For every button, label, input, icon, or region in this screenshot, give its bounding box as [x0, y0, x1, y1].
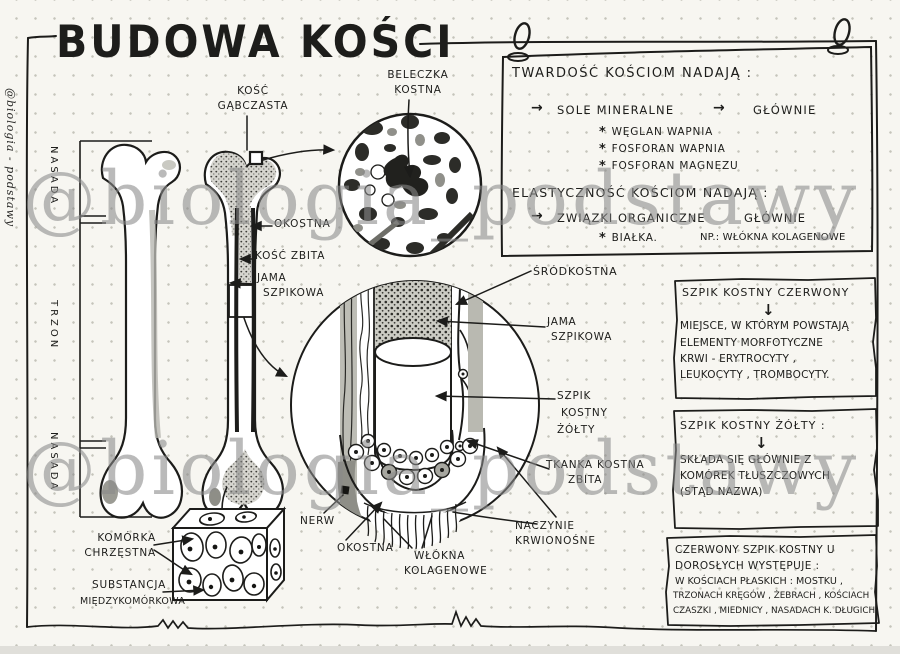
label-yellow-marrow-line1: SZPIK: [557, 390, 592, 402]
hardness-item: SOLE MINERALNE: [557, 103, 675, 117]
right-arrow-icon: →: [531, 100, 543, 116]
hardness-sub-item-text: FOSFORAN MAGNEZU: [611, 160, 739, 172]
label-cavity-line1: JAMA: [257, 272, 287, 284]
label-collagen-line2: KOLAGENOWE: [404, 565, 488, 577]
label-diaphysis: TRZON: [48, 300, 59, 351]
label-matrix-line2: MIĘDZYKOMÓRKOWA: [80, 596, 186, 607]
red-marrow-title: SZPIK KOSTNY CZERWONY: [682, 286, 850, 299]
page-title: BUDOWA KOŚCI: [56, 16, 455, 68]
label-epiphysis-top: NASADA: [48, 146, 59, 207]
label-trabecula-line1: BELECZKA: [387, 69, 449, 81]
hardness-sub-item: * WĘGLAN WAPNIA: [599, 124, 714, 140]
star-icon: *: [599, 125, 607, 140]
label-nerve: NERW: [300, 515, 335, 527]
label-cartilage-cell-line1: KOMÓRKA: [97, 532, 156, 544]
right-arrow-icon: →: [713, 100, 725, 116]
label-spongy-line1: KOŚĆ: [237, 85, 269, 97]
label-marrow-cavity-big: JAMA SZPIKOWA: [547, 315, 612, 345]
label-cartilage-cell: KOMÓRKA CHRZĘSTNA: [78, 531, 156, 561]
label-compact-tissue: TKANKA KOSTNA ZBITA: [546, 458, 644, 488]
label-cartilage-cell-line2: CHRZĘSTNA: [84, 547, 156, 559]
adult-marrow-line: CZASZKI , MIEDNICY , NASADACH K. DŁUGICH: [673, 606, 876, 616]
label-collagen-fibers: WŁÓKNA KOLAGENOWE: [404, 549, 488, 579]
yellow-marrow-box-frame: [672, 408, 879, 530]
adult-marrow-box-frame: [665, 534, 880, 627]
yellow-marrow-title: SZPIK KOSTNY ŻÓŁTY :: [680, 419, 826, 432]
yellow-marrow-line: KOMÓREK TŁUSZCZOWYCH: [680, 470, 831, 482]
adult-marrow-line: CZERWONY SZPIK KOSTNY U: [675, 544, 835, 556]
yellow-marrow-line: (STĄD NAZWA): [680, 486, 763, 498]
hardness-sub-item: * FOSFORAN MAGNEZU: [599, 158, 739, 174]
red-marrow-box-frame: [673, 277, 877, 400]
label-endosteum: ŚRÓDKOSTNA: [533, 265, 618, 278]
label-periosteum-mid: OKOSTNA: [274, 218, 331, 230]
side-note: @biologia - podstawy: [4, 88, 17, 228]
star-icon: *: [599, 231, 607, 246]
adult-marrow-line: W KOŚCIACH PŁASKICH : MOSTKU ,: [675, 576, 843, 587]
yellow-marrow-line: SKŁADA SIĘ GŁÓWNIE Z: [680, 454, 812, 466]
label-trabecula: BELECZKA KOSTNA: [372, 68, 464, 98]
collagen-fringe: [362, 501, 468, 550]
hardness-sub-item: * FOSFORAN WAPNIA: [599, 141, 726, 157]
right-arrow-icon: →: [531, 208, 543, 224]
red-marrow-line: ELEMENTY MORFOTYCZNE: [680, 337, 824, 349]
adult-marrow-line: DOROSŁYCH WYSTĘPUJE :: [675, 560, 820, 572]
label-blood-vessel: NACZYNIE KRWIONOŚNE: [515, 519, 596, 549]
hardness-item-note: GŁÓWNIE: [753, 103, 817, 117]
leader-lines: [153, 99, 557, 596]
label-cavity-big-line2: SZPIKOWA: [551, 331, 613, 343]
label-trabecula-line2: KOSTNA: [394, 84, 442, 96]
label-collagen-line1: WŁÓKNA: [414, 550, 466, 562]
label-epiphysis-bottom: NASADA: [48, 432, 59, 493]
down-arrow-icon: ↓: [762, 301, 775, 319]
label-blood-vessel-line2: KRWIONOŚNE: [515, 535, 596, 547]
hardness-sub-item-text: WĘGLAN WAPNIA: [611, 126, 714, 138]
hardness-sub-item-text: FOSFORAN WAPNIA: [611, 143, 726, 155]
left-bone-figure: [79, 140, 184, 519]
label-yellow-marrow-line3: ŻÓŁTY: [557, 424, 596, 436]
red-marrow-line: KRWI - ERYTROCYTY ,: [680, 353, 797, 365]
label-cavity-big-line1: JAMA: [547, 316, 577, 328]
sectioned-bone-figure: [201, 150, 284, 518]
binder-ring-icon: [507, 22, 531, 62]
spongy-bone-circle: [337, 112, 483, 258]
label-yellow-marrow-line2: KOSTNY: [561, 407, 608, 419]
label-compact-tissue-line1: TKANKA KOSTNA: [546, 459, 645, 471]
elasticity-sub-note: NP.: WŁÓKNA KOLAGENOWE: [700, 232, 846, 243]
elasticity-item: ZWIĄZKI ORGANICZNE: [557, 211, 706, 225]
elasticity-sub-item-text: BIAŁKA.: [611, 232, 658, 244]
elasticity-heading: ELASTYCZNOŚĆ KOŚCIOM NADAJĄ :: [512, 185, 769, 200]
star-icon: *: [599, 159, 607, 174]
label-compact-tissue-line2: ZBITA: [568, 474, 603, 486]
elasticity-item-note: GŁÓWNIE: [744, 211, 807, 225]
label-periosteum-big: OKOSTNA: [337, 542, 394, 554]
binder-ring-icon: [827, 18, 851, 55]
down-arrow-icon: ↓: [755, 434, 768, 452]
elasticity-sub-item: * BIAŁKA.: [599, 230, 658, 246]
note-box-frames: [665, 277, 880, 627]
label-matrix-line1: SUBSTANCJA: [92, 579, 167, 591]
label-compact-bone: KOŚĆ ZBITA: [255, 250, 326, 262]
hardness-box-frame: [500, 18, 874, 258]
red-marrow-line: LEUKOCYTY , TROMBOCYTY.: [680, 369, 830, 381]
scan-edge-shadow: [0, 646, 900, 654]
label-spongy-line2: GĄBCZASTA: [217, 100, 289, 112]
red-marrow-line: MIEJSCE, W KTÓRYM POWSTAJĄ: [680, 320, 850, 332]
label-cavity-line2: SZPIKOWA: [263, 287, 325, 299]
label-blood-vessel-line1: NACZYNIE: [515, 520, 575, 532]
label-yellow-marrow: SZPIK KOSTNY ŻÓŁTY: [557, 388, 608, 439]
adult-marrow-line: TRZONACH KRĘGÓW , ŻEBRACH , KOŚCIACH: [673, 591, 870, 601]
label-spongy-bone: KOŚĆ GĄBCZASTA: [203, 84, 303, 114]
star-icon: *: [599, 142, 607, 157]
hardness-heading: TWARDOŚĆ KOŚCIOM NADAJĄ :: [512, 66, 753, 81]
label-marrow-cavity-mid: JAMA SZPIKOWA: [257, 271, 324, 301]
shaft-cross-section-circle: [290, 280, 540, 550]
